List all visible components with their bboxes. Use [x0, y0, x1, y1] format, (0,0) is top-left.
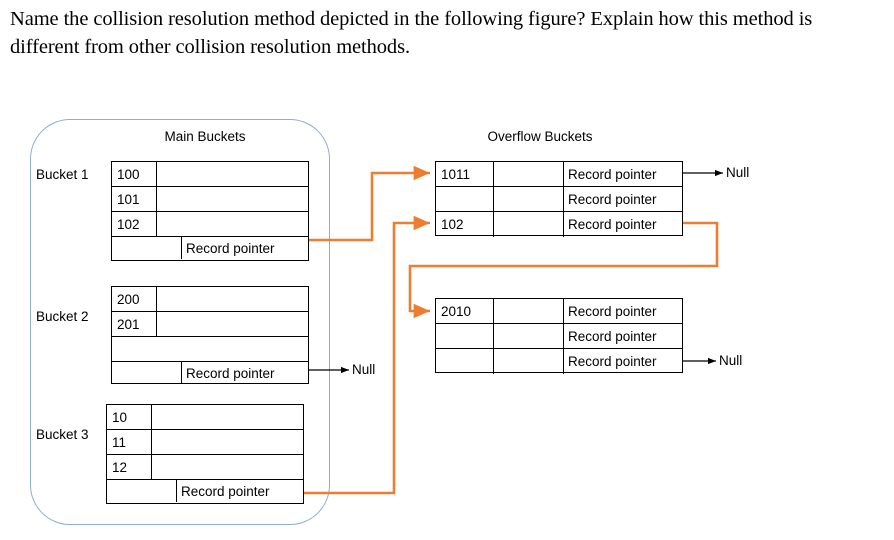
bucket-2-key-1: 201 — [117, 316, 140, 332]
main-buckets-panel — [30, 119, 330, 525]
bucket-1-record-pointer: Record pointer — [186, 240, 275, 256]
bucket-1-key-2: 102 — [117, 216, 140, 232]
overflow-2-row-0-pointer: Record pointer — [568, 303, 657, 319]
bucket-2-record-pointer: Record pointer — [186, 365, 275, 381]
table-row: 11 — [107, 430, 303, 455]
table-row: Record pointer — [112, 237, 308, 259]
bucket-1-table: 100 101 102 Record pointer — [111, 161, 309, 261]
bucket-1-label: Bucket 1 — [36, 167, 89, 182]
overflow-bucket-1-table: 1011 Record pointer Record pointer 102 R… — [435, 161, 683, 237]
table-row: Record pointer — [436, 324, 682, 349]
table-row: Record pointer — [112, 362, 308, 384]
overflow-1-row-0-key: 1011 — [441, 166, 471, 182]
null-label-overflow-2: Null — [719, 353, 743, 368]
table-row: 100 — [112, 162, 308, 187]
table-row: 1011 Record pointer — [436, 162, 682, 187]
bucket-3-record-pointer: Record pointer — [181, 483, 270, 499]
overflow-2-row-1-pointer: Record pointer — [568, 328, 657, 344]
overflow-1-row-2-key: 102 — [441, 217, 464, 232]
bucket-2-table: 200 201 Record pointer — [111, 286, 309, 384]
main-buckets-caption: Main Buckets — [164, 129, 246, 144]
overflow-1-row-2-pointer: Record pointer — [568, 217, 657, 232]
table-row — [112, 337, 308, 362]
bucket-2-key-0: 200 — [117, 291, 140, 307]
table-row: 101 — [112, 187, 308, 212]
bucket-3-key-1: 11 — [112, 434, 127, 450]
overflow-2-row-2-pointer: Record pointer — [568, 354, 657, 369]
null-label-bucket-2: Null — [352, 362, 376, 377]
table-row: 2010 Record pointer — [436, 299, 682, 324]
table-row: Record pointer — [436, 187, 682, 212]
connector-overflow1-row3-to-overflow2-row1 — [408, 221, 719, 319]
question-text: Name the collision resolution method dep… — [10, 8, 813, 58]
table-row: 12 — [107, 455, 303, 480]
bucket-1-key-0: 100 — [117, 166, 140, 182]
table-row: 200 — [112, 287, 308, 312]
overflow-1-row-1-pointer: Record pointer — [568, 191, 657, 207]
bucket-3-label: Bucket 3 — [36, 427, 89, 442]
table-row: 102 — [112, 212, 308, 237]
overflow-1-row-0-pointer: Record pointer — [568, 166, 657, 182]
connector-bucket1-to-overflow1-row1 — [309, 165, 430, 242]
hashing-overflow-chaining-figure: Main Buckets Overflow Buckets Bucket 1 1… — [0, 100, 894, 540]
connector-bucket3-to-overflow1-row3 — [304, 215, 430, 495]
connector-layer — [304, 165, 723, 495]
bucket-2-label: Bucket 2 — [36, 309, 89, 324]
overflow-bucket-2-table: 2010 Record pointer Record pointer Recor… — [435, 298, 683, 374]
table-row: 10 — [107, 405, 303, 430]
bucket-3-key-2: 12 — [112, 459, 128, 475]
null-label-overflow-1: Null — [726, 165, 750, 180]
bucket-1-key-1: 101 — [117, 191, 140, 207]
bucket-3-key-0: 10 — [112, 409, 128, 425]
overflow-buckets-caption: Overflow Buckets — [487, 129, 593, 144]
bucket-3-table: 10 11 12 Record pointer — [106, 404, 304, 504]
table-row: Record pointer — [107, 480, 303, 502]
overflow-2-row-0-key: 2010 — [441, 303, 472, 319]
table-row: 201 — [112, 312, 308, 337]
table-row: Record pointer — [436, 349, 682, 374]
table-row: 102 Record pointer — [436, 212, 682, 237]
